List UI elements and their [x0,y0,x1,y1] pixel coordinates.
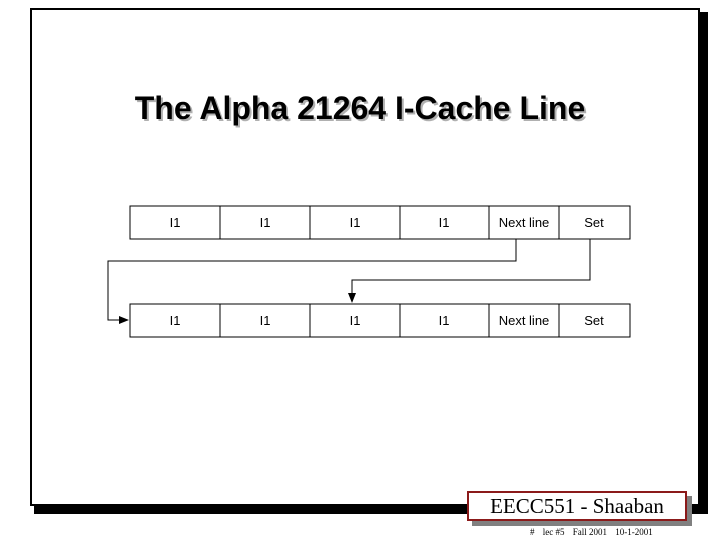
bottom-cell-2-label: I1 [260,313,271,328]
top-cell-set-label: Set [584,215,604,230]
bottom-cell-1 [129,303,221,338]
top-cell-3 [309,205,401,240]
top-cell-next-line-label: Next line [499,215,550,230]
top-cache-line: I1 I1 I1 I1 Next line Set [129,205,631,240]
footer-label: EECC551 - Shaaban [490,493,664,518]
top-cell-4 [399,205,490,240]
footer-meta: # lec #5 Fall 2001 10-1-2001 [530,527,659,537]
title-wrap: The Alpha 21264 I-Cache Line The Alpha 2… [0,90,720,128]
top-cell-set [558,205,631,240]
top-cell-next-line [488,205,560,240]
footer-meta-lecture: lec #5 [542,527,565,537]
bottom-cell-3 [309,303,401,338]
top-cell-2 [219,205,311,240]
next-line-arrow [107,239,517,324]
slide-title-shadow: The Alpha 21264 I-Cache Line [136,92,588,128]
bottom-cell-3-label: I1 [350,313,361,328]
top-cell-3-label: I1 [350,215,361,230]
bottom-cell-set [558,303,631,338]
footer-meta-term: Fall 2001 [572,527,608,537]
bottom-cell-set-label: Set [584,313,604,328]
bottom-cell-2 [219,303,311,338]
set-arrow [348,239,591,303]
footer-meta-date: 10-1-2001 [615,527,653,537]
bottom-cell-next-line-label: Next line [499,313,550,328]
top-cell-2-label: I1 [260,215,271,230]
top-cell-1 [129,205,221,240]
bottom-cell-4 [399,303,490,338]
slide-frame [30,8,700,506]
slide-title-text: The Alpha 21264 I-Cache Line [134,90,586,126]
footer-box: EECC551 - Shaaban [467,491,687,521]
top-cell-4-label: I1 [439,215,450,230]
bottom-cell-1-label: I1 [170,313,181,328]
slide-title: The Alpha 21264 I-Cache Line The Alpha 2… [134,90,588,128]
footer-meta-slide-number: # [530,527,535,537]
bottom-cell-4-label: I1 [439,313,450,328]
top-cell-1-label: I1 [170,215,181,230]
bottom-cache-line: I1 I1 I1 I1 Next line Set [129,303,631,338]
